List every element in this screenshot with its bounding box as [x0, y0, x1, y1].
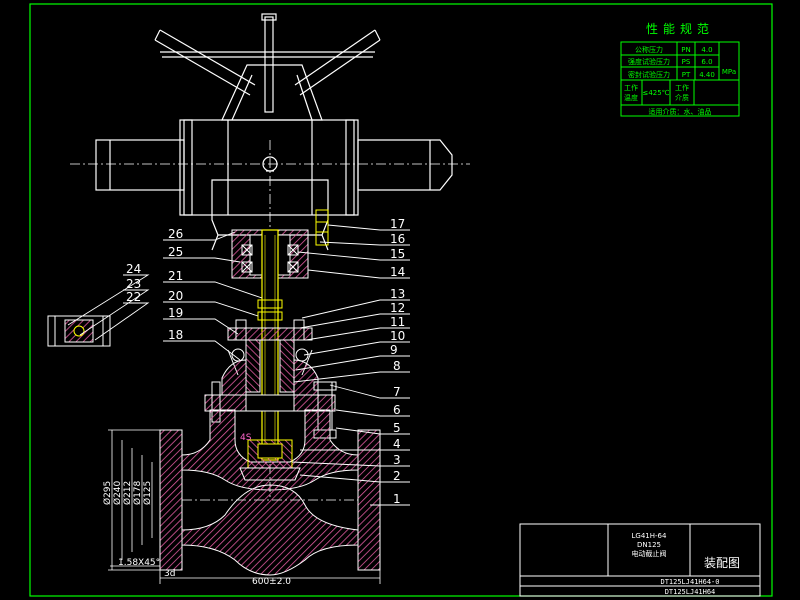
part-label: 5	[393, 421, 401, 435]
spec-symbol: PN	[681, 46, 690, 54]
dimension-label: Ø240	[112, 480, 123, 505]
part-label: 21	[168, 269, 183, 283]
part-label: 3	[393, 453, 401, 467]
spec-unit: MPa	[722, 68, 736, 76]
title-model: LG41H-64	[632, 532, 667, 540]
part-label: 15	[390, 247, 405, 261]
spec-label: 密封试验压力	[628, 70, 670, 79]
part-label: 19	[168, 306, 183, 320]
spec-symbol: PT	[682, 71, 691, 79]
dimension-label: 1.58X45°	[118, 558, 160, 568]
part-label: 13	[390, 287, 405, 301]
actuator	[95, 13, 453, 251]
dimension-label: Ø295	[102, 481, 113, 505]
part-label: 18	[168, 328, 183, 342]
spec-table-title: 性能规范	[646, 21, 714, 36]
title-size: DN125	[637, 541, 661, 549]
dimension-label: Ø125	[142, 481, 153, 505]
spec-table: 性能规范 公称压力 PN 4.0 强度试验压力 PS 6.0 密封试验压力 PT…	[620, 21, 740, 117]
dimension-lines	[108, 429, 381, 584]
inset-detail	[47, 315, 111, 347]
title-name: 电动截止阀	[632, 549, 667, 558]
spec-temp-label: 温度	[624, 93, 638, 102]
part-label: 11	[390, 315, 405, 329]
spec-value: 4.40	[699, 71, 715, 79]
spec-temp-value: ≤425℃	[642, 89, 669, 97]
spec-symbol: PS	[682, 58, 691, 66]
valve-body	[159, 409, 381, 576]
part-numbers-left: 26 25 21 20 19 18	[168, 227, 183, 342]
bonnet	[204, 359, 337, 439]
part-label: 16	[390, 232, 405, 246]
part-label: 20	[168, 289, 183, 303]
part-label: 8	[393, 359, 401, 373]
dimension-text: Ø295 Ø240 Ø212 Ø178 Ø125 1.58X45° 3d 600…	[102, 433, 291, 587]
dimension-label: Ø212	[122, 481, 133, 505]
dimension-label: 4S	[240, 433, 252, 443]
part-numbers-inset: 24 23 22	[126, 262, 141, 304]
spec-label: 强度试验压力	[628, 57, 670, 66]
spec-value: 4.0	[701, 46, 712, 54]
part-label: 4	[393, 437, 401, 451]
stem-nut-housing	[231, 209, 329, 279]
spec-temp-label: 工作	[624, 83, 638, 92]
gland-packing	[227, 319, 313, 393]
part-label: 12	[390, 301, 405, 315]
title-block: LG41H-64 DN125 电动截止阀 装配图 DT125LJ41H64-0 …	[519, 523, 761, 597]
part-label: 9	[390, 343, 398, 357]
drawing-code: DT125LJ41H64-0	[660, 578, 719, 586]
drawing-code: DT125LJ41H64	[665, 588, 716, 596]
valve-stem	[257, 229, 283, 461]
part-numbers-right: 17 16 15 14 13 12 11 10 9 8 7 6 5 4 3 2 …	[390, 217, 405, 506]
dimension-label: 3d	[164, 569, 175, 579]
dimension-label: 600±2.0	[252, 577, 291, 587]
part-label: 2	[393, 469, 401, 483]
part-label: 14	[390, 265, 405, 279]
part-label: 17	[390, 217, 405, 231]
leader-lines	[67, 224, 410, 506]
spec-medium-label: 介质	[675, 93, 689, 102]
drawing-title: 装配图	[704, 556, 740, 570]
spec-label: 公称压力	[635, 45, 663, 54]
part-label: 6	[393, 403, 401, 417]
drawing-border	[29, 3, 773, 597]
part-label: 22	[126, 290, 141, 304]
part-label: 1	[393, 492, 401, 506]
spec-value: 6.0	[701, 58, 712, 66]
spec-medium-label: 工作	[675, 83, 689, 92]
spec-applicable: 适用介质：水、油品	[649, 107, 712, 116]
part-label: 26	[168, 227, 183, 241]
dimension-label: Ø178	[132, 480, 143, 505]
part-label: 23	[126, 277, 141, 291]
part-label: 10	[390, 329, 405, 343]
part-label: 24	[126, 262, 141, 276]
part-label: 25	[168, 245, 183, 259]
part-label: 7	[393, 385, 401, 399]
